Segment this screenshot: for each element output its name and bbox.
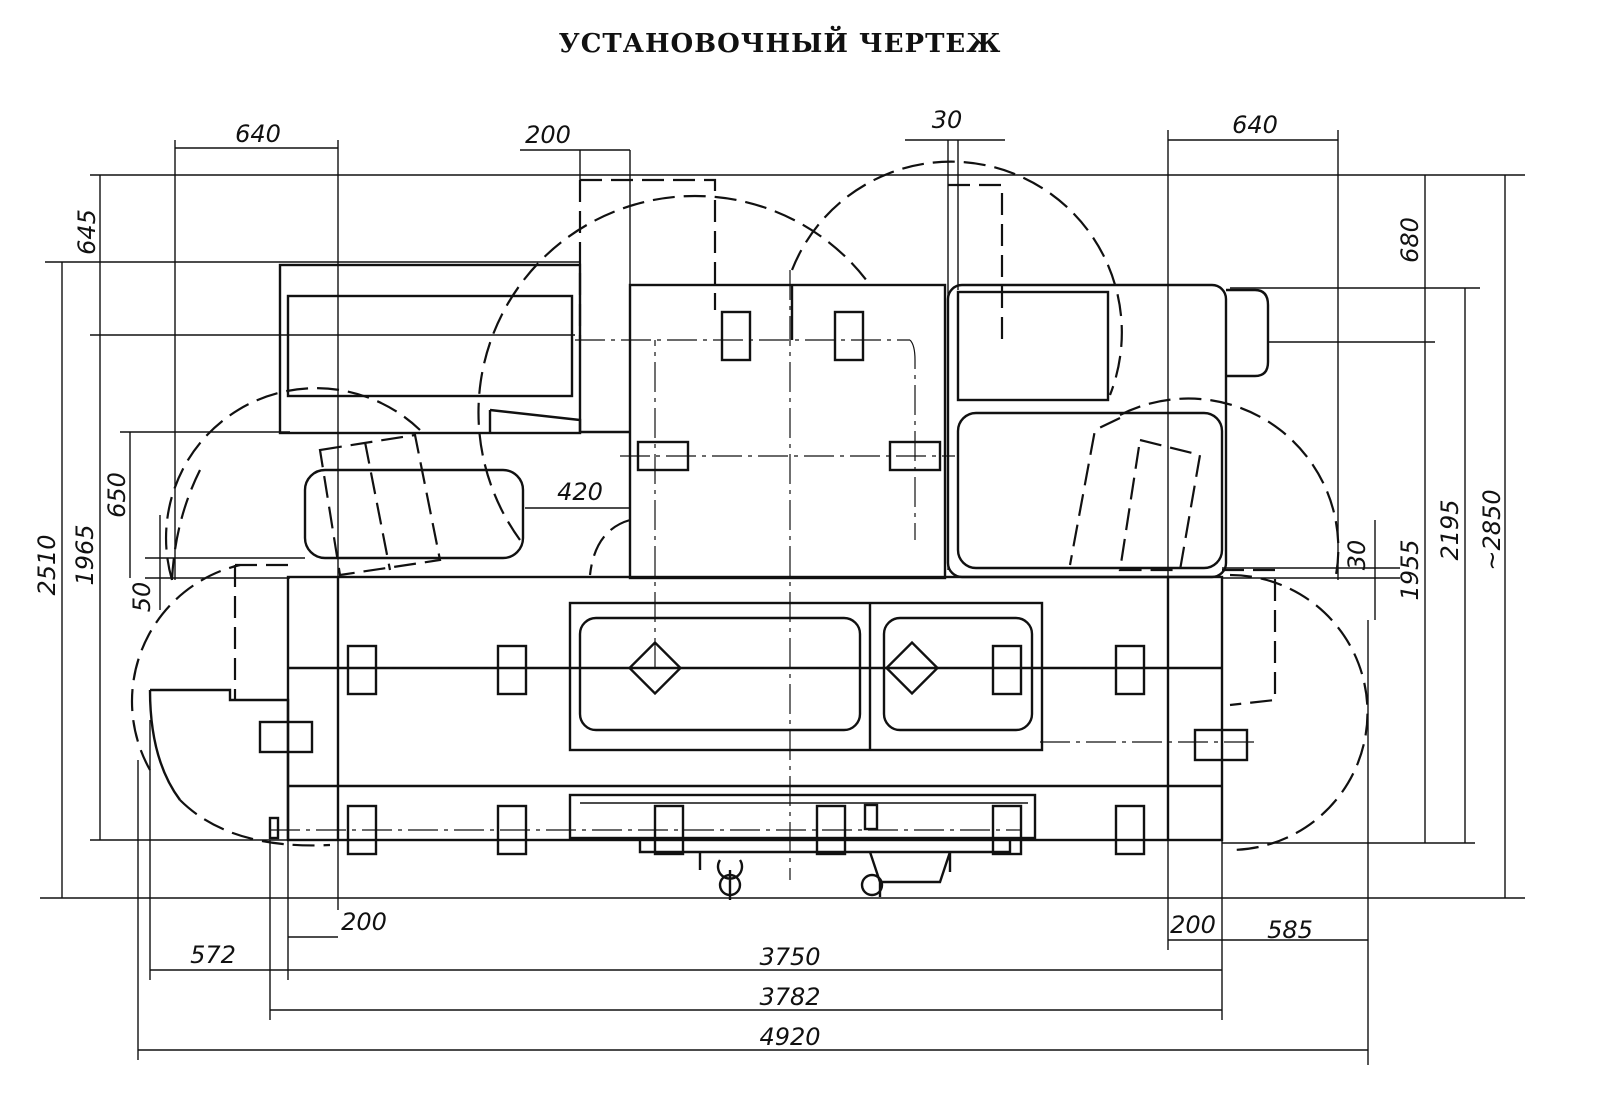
table: [568, 601, 1044, 752]
left-cabinet-panel: [286, 294, 574, 398]
dimension-labels: 640 200 30 640 645 2510 1965 650 50 420 …: [33, 106, 1506, 1051]
dim-top-right-640: 640: [1232, 111, 1278, 139]
dim-645: 645: [73, 209, 101, 255]
dim-50: 50: [128, 582, 156, 613]
right-box: [1226, 288, 1270, 378]
dim-650: 650: [103, 472, 131, 518]
machine-outline: [148, 263, 1270, 900]
dim-4920: 4920: [759, 1023, 820, 1051]
dim-3782: 3782: [759, 983, 820, 1011]
bed: [286, 575, 1224, 842]
dim-right-30: 30: [1343, 540, 1371, 571]
dim-1965: 1965: [71, 524, 99, 585]
right-cabinet-upper: [956, 290, 1110, 402]
dim-bottom-right-200: 200: [1170, 911, 1216, 939]
dim-585: 585: [1267, 916, 1313, 944]
dim-1955: 1955: [1396, 539, 1424, 600]
column: [628, 283, 947, 580]
left-cabinet: [278, 263, 582, 435]
center-lines: [270, 270, 1260, 880]
dim-top-200: 200: [525, 121, 571, 149]
dimension-lines: [40, 130, 1525, 1065]
dim-2850: ~2850: [1478, 489, 1506, 570]
dim-top-30: 30: [932, 106, 963, 134]
control-pendant: [303, 468, 525, 560]
dim-420: 420: [557, 478, 603, 506]
drawing-title: УСТАНОВОЧНЫЙ ЧЕРТЕЖ: [559, 26, 1002, 59]
dim-bottom-left-200: 200: [341, 908, 387, 936]
right-cabinet: [946, 283, 1228, 579]
mounting-pads: [258, 310, 1249, 856]
dim-2510: 2510: [33, 534, 61, 595]
dim-2195: 2195: [1436, 499, 1464, 560]
dim-3750: 3750: [759, 943, 820, 971]
right-cabinet-lower: [956, 411, 1224, 570]
dim-680: 680: [1396, 217, 1424, 263]
trough: [568, 793, 1037, 840]
dim-top-left-640: 640: [235, 120, 281, 148]
door-swing-envelopes: [130, 160, 1369, 852]
dim-572: 572: [190, 941, 236, 969]
